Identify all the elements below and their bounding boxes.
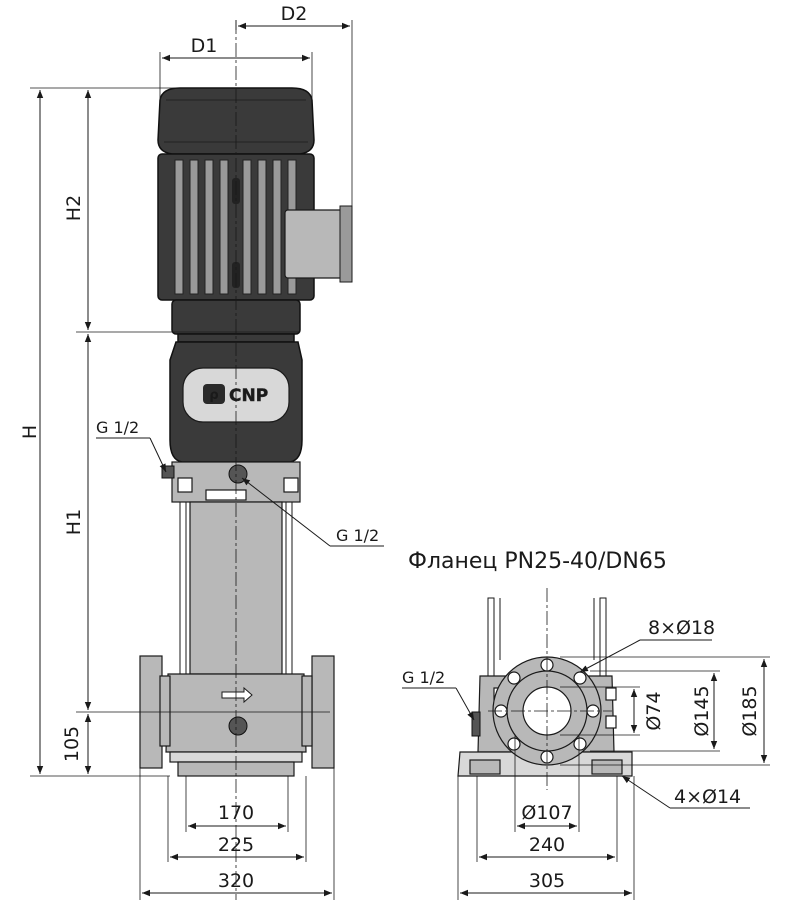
dim-dia-145: Ø145 [691,685,713,736]
dim-dia-107: Ø107 [521,802,572,824]
dim-base-height: 105 [61,726,83,762]
flange-title: Фланец PN25-40/DN65 [408,549,667,574]
dim-d2: D2 [281,3,308,25]
dim-h2: H2 [63,195,85,221]
dim-width-170: 170 [218,802,254,824]
dim-width-305: 305 [529,870,565,892]
dim-dia-185: Ø185 [739,685,761,736]
dim-width-320: 320 [218,870,254,892]
dim-width-225: 225 [218,834,254,856]
brand-name: CNP [229,386,268,406]
dim-h1: H1 [63,509,85,535]
flange-bolt-holes [494,658,600,764]
dim-d1: D1 [191,35,218,57]
port-label-side: G 1/2 [402,668,445,687]
side-view-dimensions: Ø74 Ø145 Ø185 8×Ø18 Ø107 240 305 4×Ø14 G… [402,617,770,900]
dim-bolt-holes: 8×Ø18 [648,617,715,639]
svg-text:ρ: ρ [209,388,218,403]
port-label-front: G 1/2 [336,526,379,545]
dim-width-240: 240 [529,834,565,856]
dim-dia-74: Ø74 [643,691,665,730]
front-view-dimensions: D1 D2 H H2 H1 105 170 225 [19,3,384,900]
brand-logo: ρ CNP [203,384,268,406]
port-label-left: G 1/2 [96,418,139,437]
dim-h: H [19,425,41,439]
pump-front-view: ρ CNP [139,87,353,777]
dim-base-holes: 4×Ø14 [674,786,741,808]
